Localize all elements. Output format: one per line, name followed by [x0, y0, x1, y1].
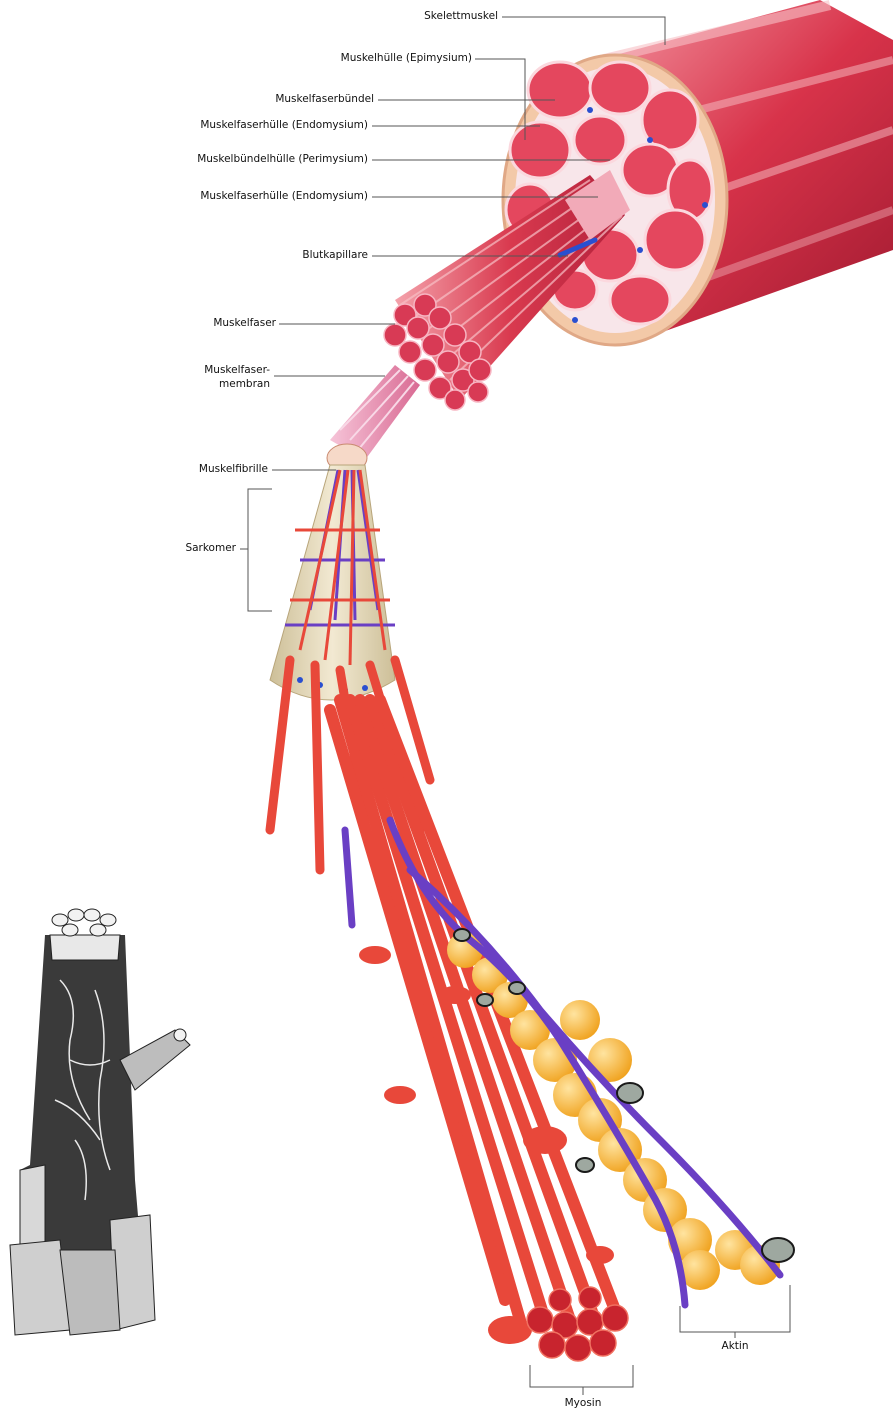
- label-muskelfasermembran-line2: membran: [170, 378, 270, 391]
- label-sarkomer: Sarkomer: [150, 542, 236, 555]
- label-perimysium: Muskelbündelhülle (Perimysium): [150, 153, 368, 166]
- label-epimysium: Muskelhülle (Epimysium): [300, 52, 472, 65]
- muscle-fiber-membrane: [327, 365, 420, 472]
- label-endomysium-2: Muskelfaserhülle (Endomysium): [150, 190, 368, 203]
- engraving-illustration: [10, 909, 190, 1335]
- label-endomysium-1: Muskelfaserhülle (Endomysium): [150, 119, 368, 132]
- label-muskelfibrille: Muskelfibrille: [150, 463, 268, 476]
- label-aktin: Aktin: [705, 1340, 765, 1353]
- label-muskelfasermembran-line1: Muskelfaser-: [170, 364, 270, 377]
- label-muskelfaser: Muskelfaser: [170, 317, 276, 330]
- label-muskelfaserbuendel: Muskelfaserbündel: [220, 93, 374, 106]
- skeletal-muscle: [503, 0, 893, 345]
- label-myosin: Myosin: [553, 1397, 613, 1410]
- label-blutkapillare: Blutkapillare: [250, 249, 368, 262]
- label-skelettmuskel: Skelettmuskel: [362, 10, 498, 23]
